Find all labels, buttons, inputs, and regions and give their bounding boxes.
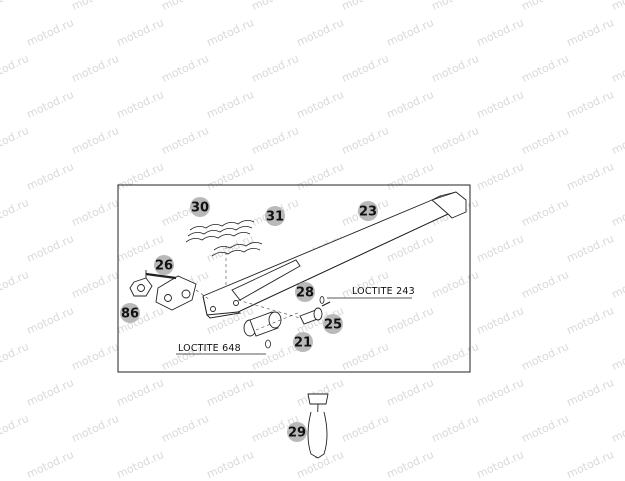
assembly-guide-lines — [195, 246, 301, 331]
callout-number: 28 — [296, 286, 314, 301]
exploded-parts-diagram: 23 30 31 26 86 28 25 21 29 LOCTITE 243 LOCTITE 6… — [117, 184, 471, 459]
callout-21: 21 — [293, 332, 313, 352]
callout-disc — [120, 303, 140, 323]
bolt-part-25 — [299, 301, 331, 325]
spring-part-31 — [211, 242, 263, 257]
mounting-bracket-part-26 — [145, 270, 197, 311]
callout-23: 23 — [358, 201, 378, 221]
callout-number: 23 — [359, 205, 377, 220]
callout-layer: 23 30 31 26 86 28 25 21 29 — [120, 197, 378, 442]
callout-number: 25 — [324, 318, 342, 333]
loctite-648-note: LOCTITE 648 — [178, 343, 241, 354]
callout-86: 86 — [120, 303, 140, 323]
callout-number: 30 — [191, 201, 209, 216]
callout-26: 26 — [154, 255, 174, 275]
callout-28: 28 — [295, 282, 315, 302]
nut-part-86 — [129, 277, 153, 297]
diagram-frame — [117, 184, 471, 373]
callout-disc — [265, 206, 285, 226]
callout-25: 25 — [323, 314, 343, 334]
callout-disc — [323, 314, 343, 334]
callout-number: 26 — [155, 259, 173, 274]
callout-29: 29 — [287, 422, 307, 442]
callout-disc — [295, 282, 315, 302]
callout-number: 29 — [288, 426, 306, 441]
callout-disc — [287, 422, 307, 442]
callout-number: 86 — [121, 307, 139, 322]
callout-number: 31 — [266, 210, 284, 225]
callout-number: 21 — [294, 336, 312, 351]
side-stand-leg — [202, 191, 467, 319]
callout-30: 30 — [190, 197, 210, 217]
callout-disc — [293, 332, 313, 352]
callout-31: 31 — [265, 206, 285, 226]
bushing-part-21 — [243, 311, 282, 337]
loctite-243-note: LOCTITE 243 — [352, 286, 415, 297]
callout-disc — [190, 197, 210, 217]
spring-part-30 — [185, 220, 255, 243]
callout-disc — [358, 201, 378, 221]
tool-part-29 — [307, 393, 329, 459]
callout-disc — [154, 255, 174, 275]
small-pin-parts — [265, 296, 325, 349]
